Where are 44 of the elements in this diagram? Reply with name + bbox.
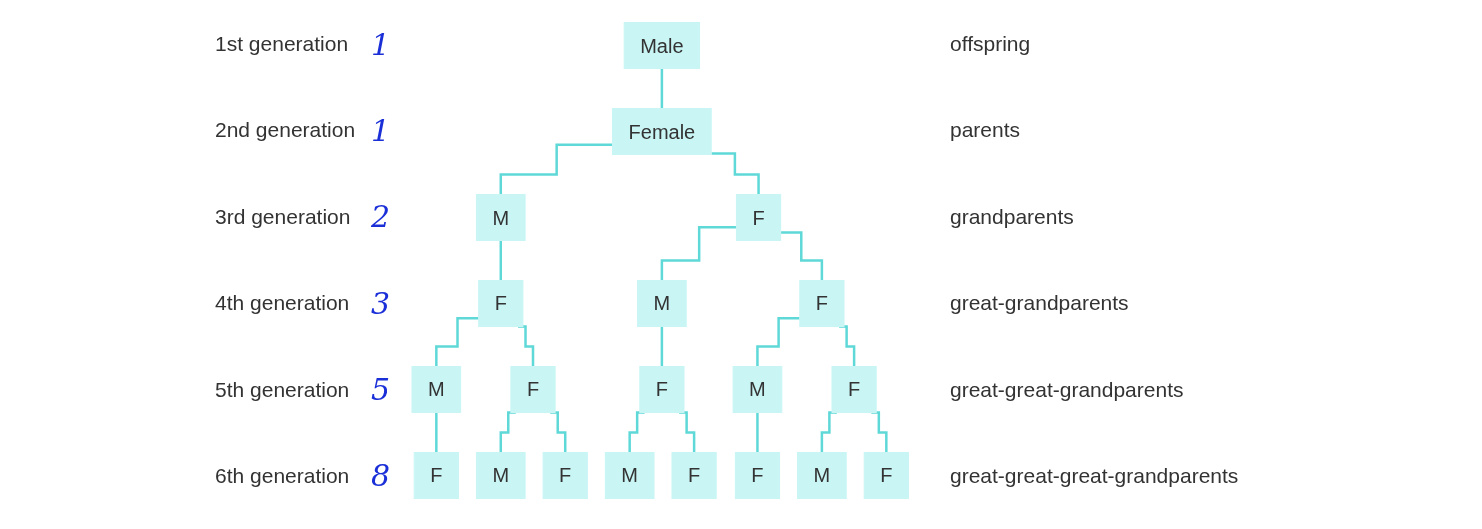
connector [780,230,823,282]
node-box: M [636,279,687,327]
generation-label: 1st generation [215,32,350,56]
node-box: F [542,451,588,499]
node-box: F [735,193,781,241]
relation-label: offspring [950,32,1031,56]
handwritten-count: 1 [370,112,390,148]
node-box: F [734,451,780,499]
generation-label: 2nd generation [215,118,357,143]
connector [434,316,479,368]
generation-label: 6th generation [215,463,351,488]
node-box: F [831,365,877,413]
node-box: F [413,451,459,499]
handwritten-count: 2 [370,199,390,235]
node-box: F [639,365,685,413]
generation-label: 4th generation [215,291,351,316]
connector [660,225,737,282]
node-box: M [732,365,783,413]
node-box: F [510,365,556,413]
node-box: F [863,451,909,499]
handwritten-count: 1 [370,26,390,62]
node-box: F [477,279,524,327]
node-box: M [411,365,461,413]
connector [499,142,613,196]
handwritten-count: 5 [370,372,390,408]
node-box: F [671,451,717,499]
relation-label: great-great-great-grandparents [950,463,1239,488]
relation-label: great-great-grandparents [950,377,1184,402]
relation-label: great-grandparents [950,291,1129,316]
handwritten-count: 3 [370,285,390,321]
node-box: M [475,451,526,499]
node-box: F [799,279,845,327]
node-box: M [604,451,655,499]
relation-label: grandparents [950,204,1074,229]
node-box: M [796,451,847,499]
generation-label: 5th generation [215,377,351,402]
node-box: Female [611,107,712,155]
connector [755,316,800,368]
generation-label: 3rd generation [215,204,352,229]
connector [711,151,760,196]
relation-label: parents [950,118,1021,143]
handwritten-count: 8 [370,458,390,494]
node-box: Male [623,21,700,69]
node-box: M [475,193,526,241]
